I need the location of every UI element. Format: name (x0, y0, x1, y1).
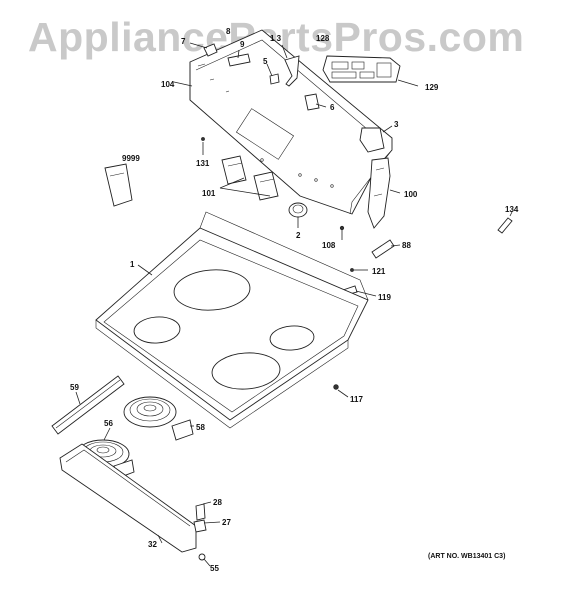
callout-55: 55 (210, 564, 219, 573)
callout-104: 104 (161, 80, 175, 89)
callout-121: 121 (372, 267, 386, 276)
control-board (322, 55, 401, 83)
callout-88: 88 (402, 241, 411, 250)
callout-6: 6 (330, 103, 335, 112)
callout-128: 128 (316, 34, 330, 43)
leader-lines (75, 42, 513, 567)
callout-134: 134 (505, 205, 519, 214)
callout-59: 59 (70, 383, 79, 392)
callout-117: 117 (350, 395, 363, 404)
knob-and-fasteners (201, 137, 513, 390)
callout-labels: 7 8 9 1 3 5 128 104 6 129 3 9999 131 101… (70, 27, 519, 573)
callout-58: 58 (196, 423, 205, 432)
callout-56: 56 (104, 419, 113, 428)
callout-32: 32 (148, 540, 157, 549)
art-number: (ART NO. WB13401 C3) (428, 553, 506, 560)
callout-1: 1 (130, 260, 135, 269)
callout-7: 7 (181, 37, 186, 46)
callout-9999: 9999 (122, 154, 140, 163)
callout-8: 8 (226, 27, 231, 36)
callout-28: 28 (213, 498, 222, 507)
callout-131: 131 (196, 159, 210, 168)
callout-13: 1 3 (270, 34, 282, 43)
callout-3: 3 (394, 120, 399, 129)
callout-129: 129 (425, 83, 439, 92)
cooktop-main (95, 211, 369, 429)
callout-108: 108 (322, 241, 336, 250)
callout-100: 100 (404, 190, 418, 199)
manual-and-brackets (104, 155, 279, 207)
callout-119: 119 (378, 293, 391, 302)
callout-101: 101 (202, 189, 216, 198)
lower-elements (51, 375, 194, 479)
callout-27: 27 (222, 518, 231, 527)
callout-2: 2 (296, 231, 301, 240)
end-cap-parts (359, 127, 391, 229)
element-tray (59, 443, 207, 561)
callout-9: 9 (240, 40, 245, 49)
top-small-parts (203, 43, 320, 111)
callout-5: 5 (263, 57, 268, 66)
